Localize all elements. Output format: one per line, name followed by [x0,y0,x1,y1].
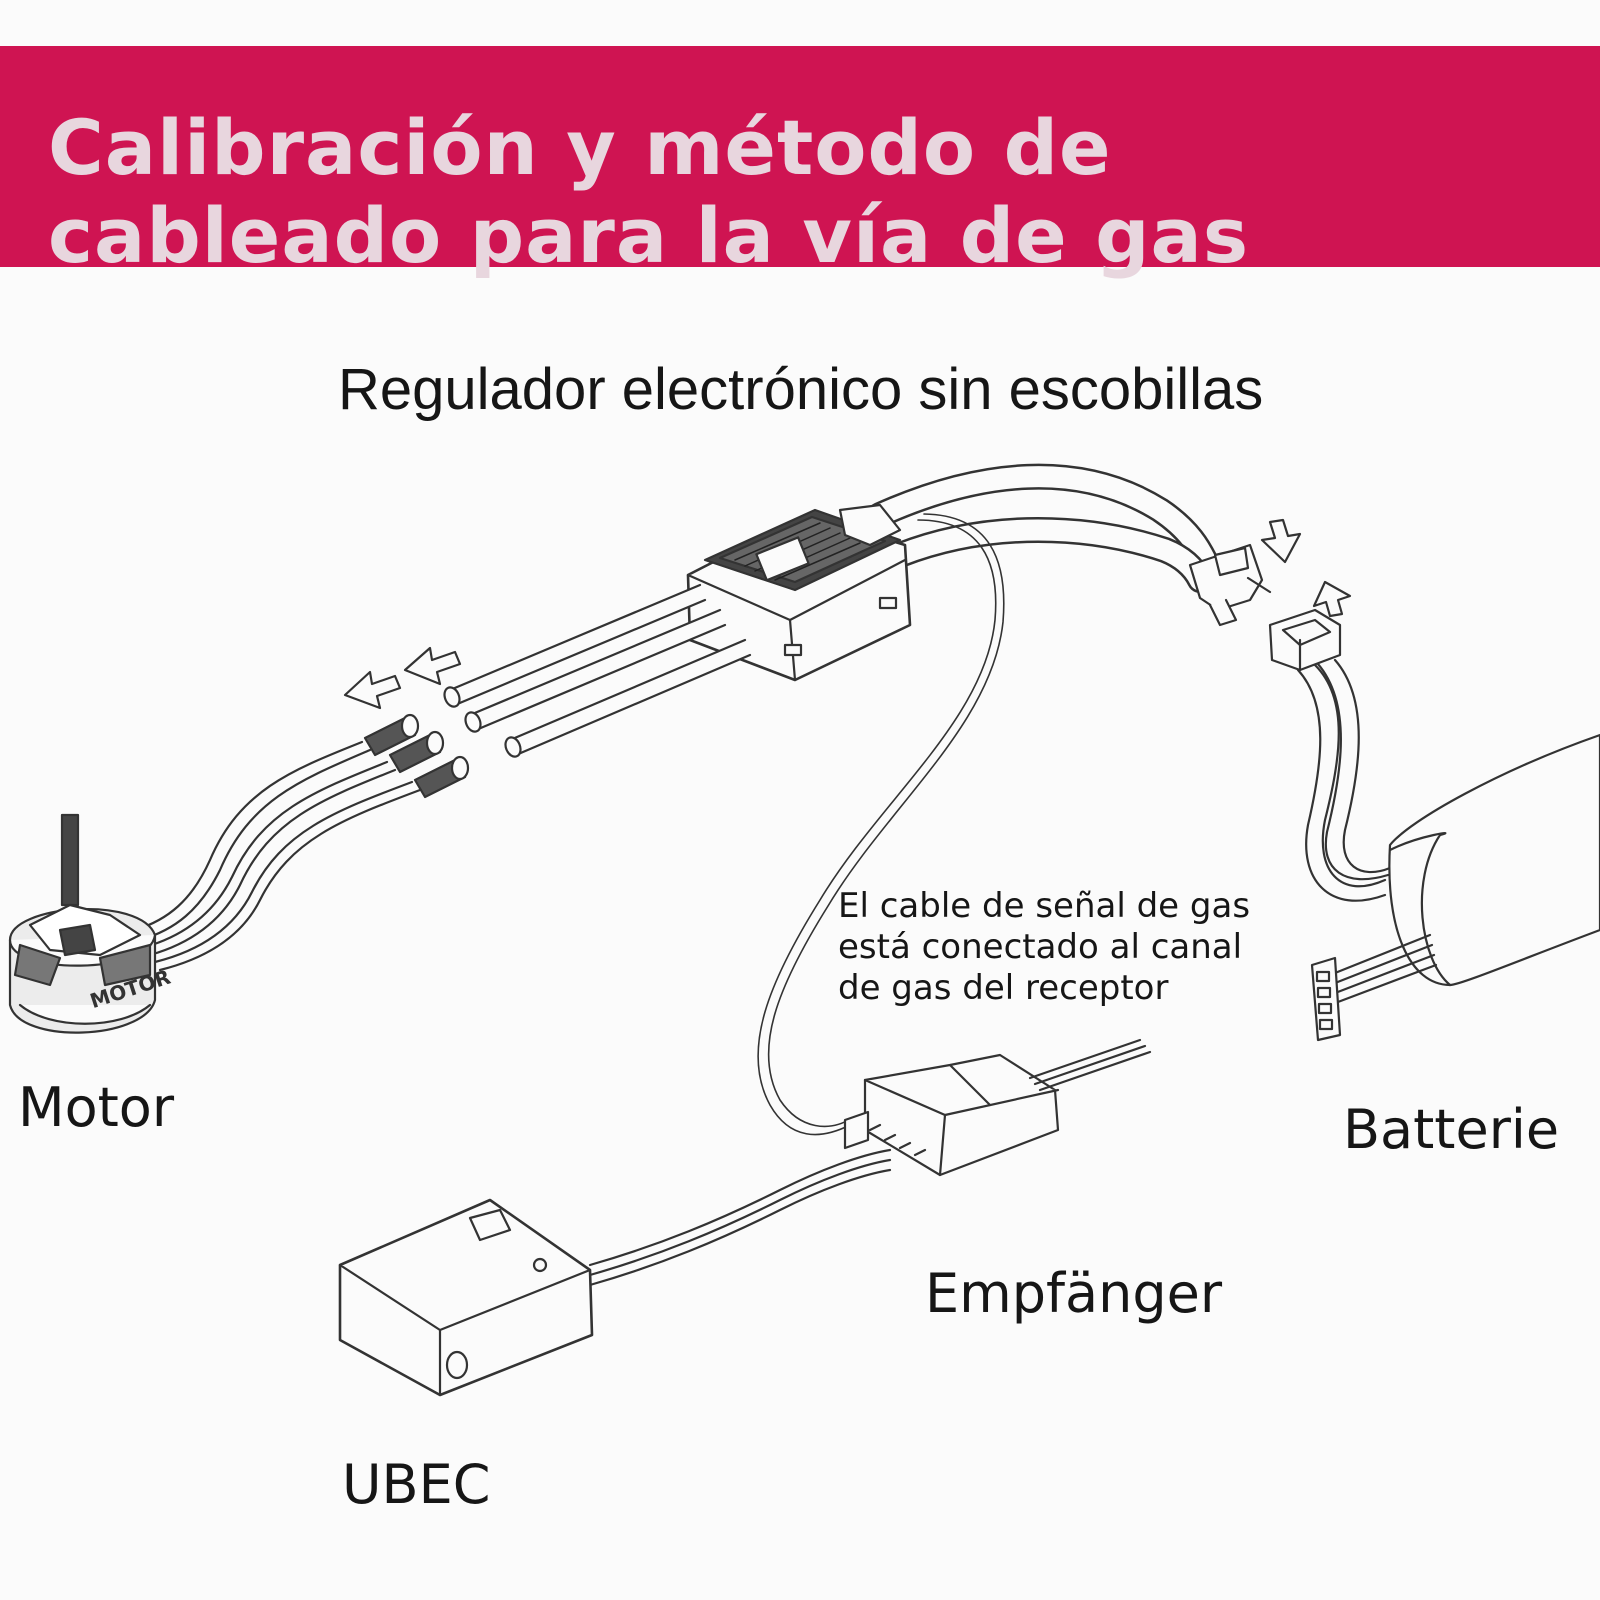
arrow-icon [343,646,462,710]
esc-motor-leads [443,583,752,758]
receiver-label: Empfänger [925,1262,1223,1325]
balance-lead [1310,933,1438,1042]
note-line: El cable de señal de gas [838,886,1251,926]
motor-bullet-connectors [363,713,470,799]
battery-connector [1268,608,1342,672]
note-line: de gas del receptor [838,968,1169,1008]
ubec-unit [338,1198,594,1397]
page-title: Calibración y método de cableado para la… [48,103,1250,280]
esc-label: Regulador electrónico sin escobillas [338,357,1264,422]
battery-pack [1388,733,1600,987]
motor-label: Motor [18,1076,175,1139]
header-banner: Calibración y método de cableado para la… [0,46,1600,280]
motor-unit: MOTOR [8,813,173,1034]
signal-wire-note: El cable de señal de gas está conectado … [838,886,1278,1009]
ubec-wires [588,1148,892,1287]
arrow-icon [1260,518,1352,618]
esc-battery-connector [1188,543,1272,627]
battery-leads [1296,658,1392,902]
ubec-label: UBEC [342,1453,491,1516]
note-line: está conectado al canal [838,927,1243,967]
motor-wires [133,740,422,972]
signal-wire [757,513,1005,1136]
battery-label: Batterie [1343,1098,1560,1161]
esc-power-leads [867,463,1218,593]
receiver-unit [843,1038,1152,1177]
